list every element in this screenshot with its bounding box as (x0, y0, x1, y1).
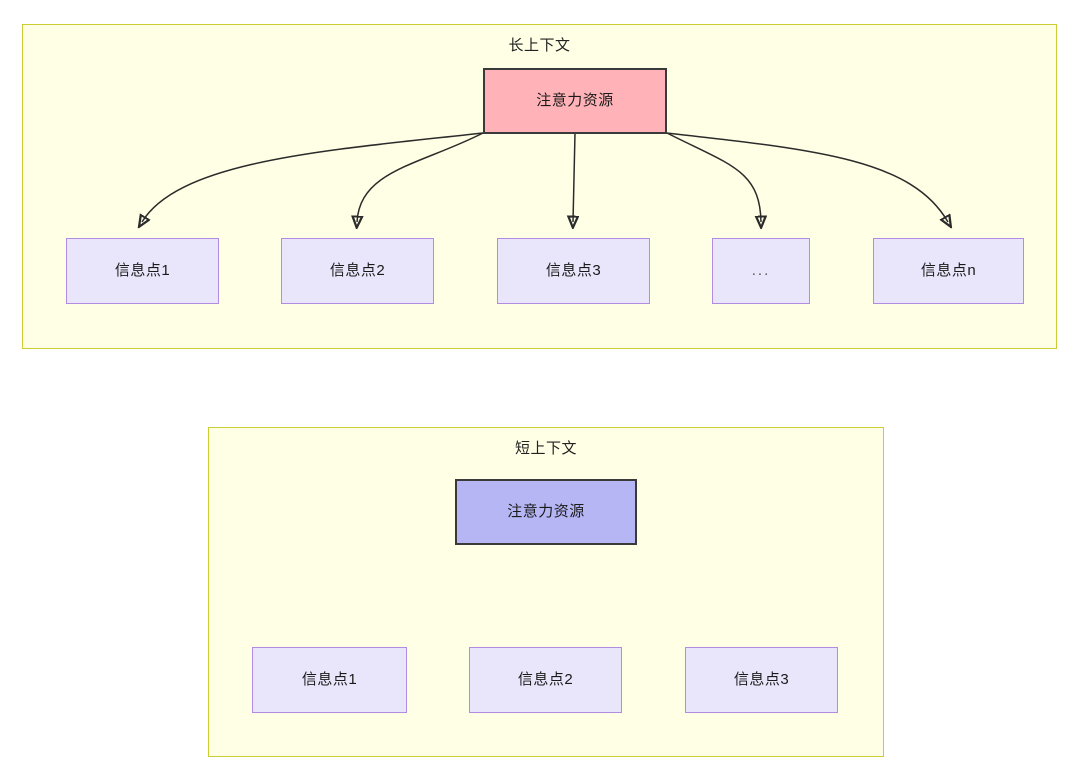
panel-long-context-title: 长上下文 (508, 37, 571, 54)
node-info-point-1-long[interactable]: 信息点1 (66, 238, 219, 304)
node-info-point-1-short[interactable]: 信息点1 (252, 647, 407, 713)
node-label: 信息点n (920, 262, 977, 279)
node-label: 信息点3 (733, 671, 790, 688)
node-info-point-3-long[interactable]: 信息点3 (497, 238, 650, 304)
node-label: 信息点2 (517, 671, 574, 688)
node-info-point-ellipsis-long[interactable]: ... (712, 238, 810, 304)
node-attention-resource-long[interactable]: 注意力资源 (483, 68, 667, 134)
node-attention-resource-short[interactable]: 注意力资源 (455, 479, 637, 545)
node-label: 信息点1 (114, 262, 171, 279)
node-label: ... (751, 262, 771, 279)
node-label: 注意力资源 (507, 503, 585, 520)
node-label: 信息点2 (329, 262, 386, 279)
panel-short-context-title: 短上下文 (514, 440, 577, 457)
node-label: 信息点3 (545, 262, 602, 279)
node-info-point-3-short[interactable]: 信息点3 (685, 647, 838, 713)
node-info-point-n-long[interactable]: 信息点n (873, 238, 1024, 304)
node-label: 注意力资源 (536, 92, 614, 109)
node-label: 信息点1 (301, 671, 358, 688)
node-info-point-2-long[interactable]: 信息点2 (281, 238, 434, 304)
node-info-point-2-short[interactable]: 信息点2 (469, 647, 622, 713)
